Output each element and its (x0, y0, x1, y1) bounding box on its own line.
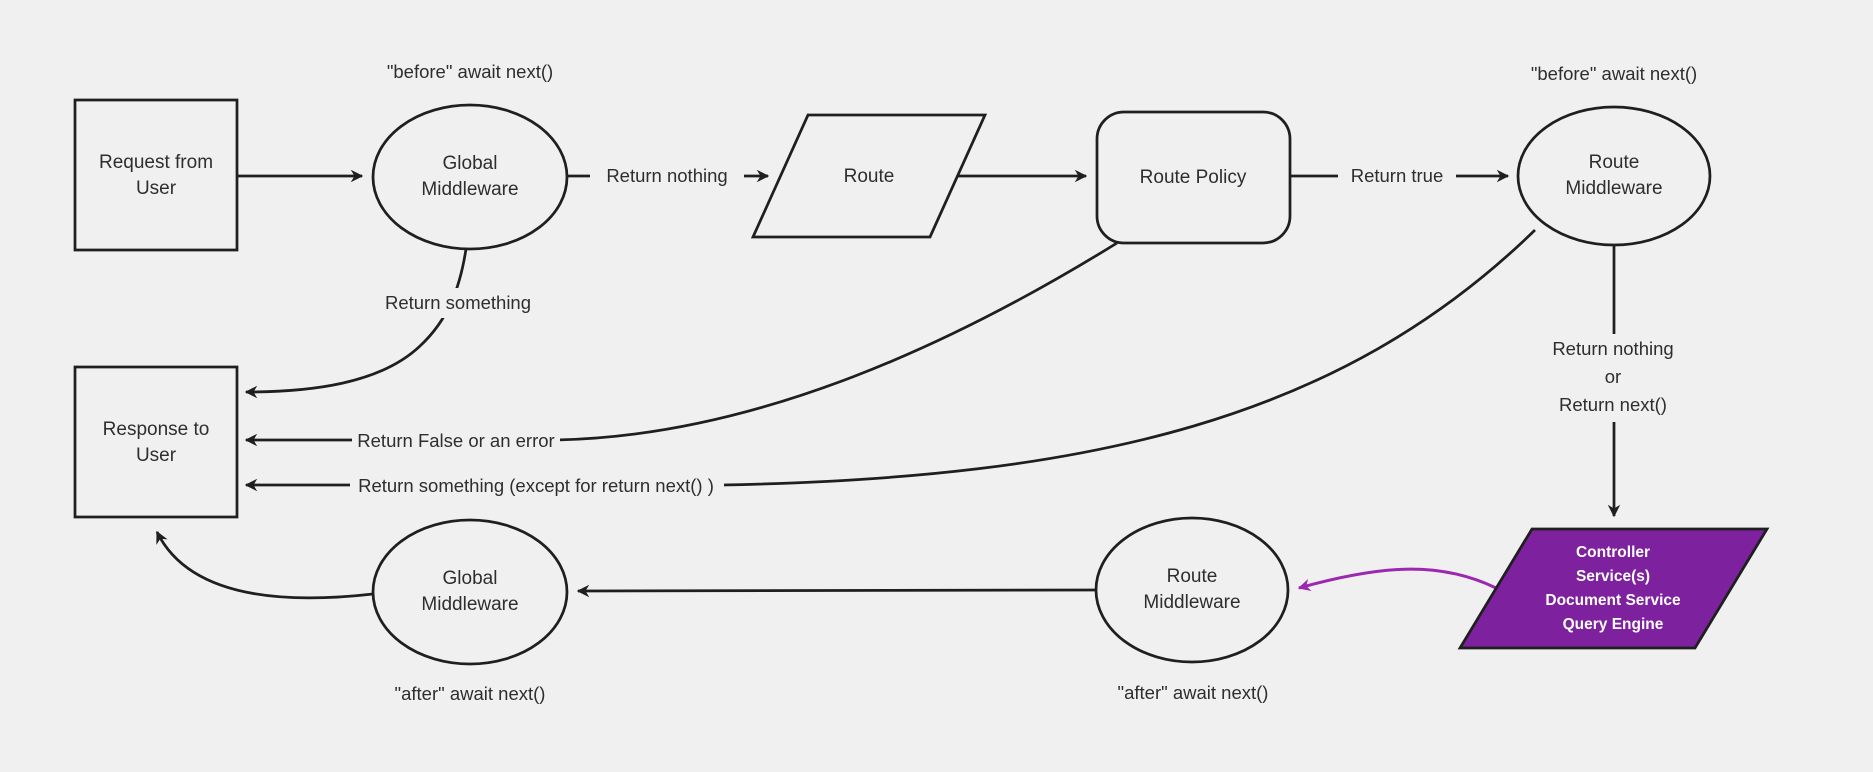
controller-parallelogram (1457, 527, 1770, 650)
label-before-await-next-right: "before" await next() (1531, 63, 1697, 84)
edge-label-backdrop (350, 471, 724, 501)
label-return-nothing: Return nothing (606, 165, 727, 186)
label-return-true: Return true (1351, 165, 1444, 186)
route-middleware-bottom-ellipse (1094, 516, 1290, 664)
global-middleware-bottom-ellipse (371, 518, 569, 666)
label-before-await-next-left: "before" await next() (387, 61, 553, 82)
edge-route-middleware-bottom-to-global-middleware-bottom (576, 584, 1097, 598)
label-after-await-next-left: "after" await next() (395, 683, 546, 704)
node-global-middleware-top: Global Middleware (371, 103, 569, 251)
request-from-user-box (73, 98, 239, 252)
edge-label-backdrop (370, 288, 546, 318)
global-middleware-top-label-line1: Global (443, 153, 498, 174)
label-return-false-or-error: Return False or an error (357, 430, 554, 451)
node-controller-services: Controller Service(s) Document Service Q… (1457, 527, 1770, 650)
controller-label-line1: Controller (1576, 544, 1650, 561)
edges (155, 169, 1621, 600)
edge-label-backdrop (352, 426, 560, 456)
controller-label-line2: Service(s) (1576, 568, 1650, 585)
edge-global-middleware-bottom-to-response (155, 530, 374, 600)
route-parallelogram (750, 113, 988, 239)
route-label: Route (844, 166, 895, 187)
route-middleware-top-label-line1: Route (1589, 152, 1640, 173)
request-from-user-label-line2: User (136, 178, 177, 199)
node-response-to-user: Response to User (73, 365, 239, 519)
edge-label-backdrop (1532, 334, 1696, 422)
edge-label-backdrop (590, 161, 744, 191)
label-after-await-next-right: "after" await next() (1118, 682, 1269, 703)
node-route: Route (750, 113, 988, 239)
route-policy-label: Route Policy (1140, 167, 1247, 188)
label-return-nothing-or-line3: Return next() (1559, 394, 1667, 415)
global-middleware-bottom-label-line2: Middleware (421, 594, 518, 615)
node-route-middleware-bottom: Route Middleware (1094, 516, 1290, 664)
global-middleware-bottom-label-line1: Global (443, 568, 498, 589)
edge-label-backdrop (1338, 161, 1456, 191)
edge-route-middleware-return-something-to-response (244, 229, 1536, 492)
node-route-middleware-top: Route Middleware (1516, 105, 1712, 247)
node-route-policy: Route Policy (1095, 110, 1292, 245)
global-middleware-top-ellipse (371, 103, 569, 251)
route-middleware-bottom-label-line2: Middleware (1143, 592, 1240, 613)
response-to-user-label-line2: User (136, 445, 177, 466)
route-middleware-top-ellipse (1516, 105, 1712, 247)
route-policy-box (1095, 110, 1292, 245)
node-global-middleware-bottom: Global Middleware (371, 518, 569, 666)
response-to-user-box (73, 365, 239, 519)
controller-label-line3: Document Service (1545, 592, 1681, 609)
label-return-nothing-or-line2: or (1605, 366, 1621, 387)
edge-controller-to-route-middleware-bottom (1297, 567, 1497, 592)
edge-route-policy-return-false-to-response (244, 241, 1118, 447)
label-return-something: Return something (385, 292, 531, 313)
response-to-user-label-line1: Response to (103, 419, 210, 440)
controller-label-line4: Query Engine (1563, 616, 1664, 633)
route-middleware-bottom-label-line1: Route (1167, 566, 1218, 587)
global-middleware-top-label-line2: Middleware (421, 179, 518, 200)
edge-global-middleware-return-something-to-response (244, 248, 468, 399)
route-middleware-top-label-line2: Middleware (1565, 178, 1662, 199)
edge-labels: "before" await next() "before" await nex… (350, 61, 1697, 704)
label-return-something-except: Return something (except for return next… (358, 475, 714, 496)
request-from-user-label-line1: Request from (99, 152, 213, 173)
node-request-from-user: Request from User (73, 98, 239, 252)
label-return-nothing-or-line1: Return nothing (1552, 338, 1673, 359)
